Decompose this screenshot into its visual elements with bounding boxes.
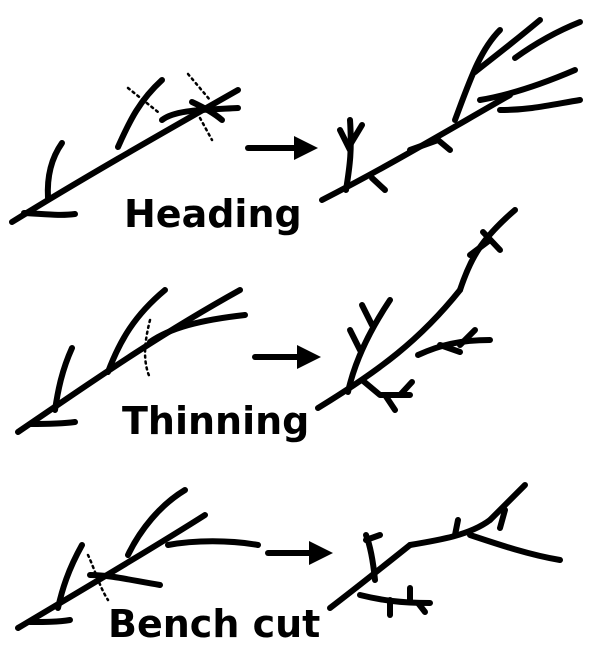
heading-cut-line-icon [126,72,214,142]
bench-cut-cut-line-icon [86,553,110,602]
thinning-before-branch-icon [15,287,248,435]
thinning-after-branch-icon [315,207,518,413]
heading-after-branch-icon [319,17,583,203]
bench-cut-before-branch-icon [15,487,261,631]
bench-cut-label: Bench cut [108,602,321,646]
heading-before-branch-icon [9,77,241,225]
thinning-label: Thinning [122,399,310,443]
heading-label: Heading [124,192,302,236]
thinning-cut-line-icon [143,318,152,380]
bench-cut-after-branch-icon [327,482,563,618]
